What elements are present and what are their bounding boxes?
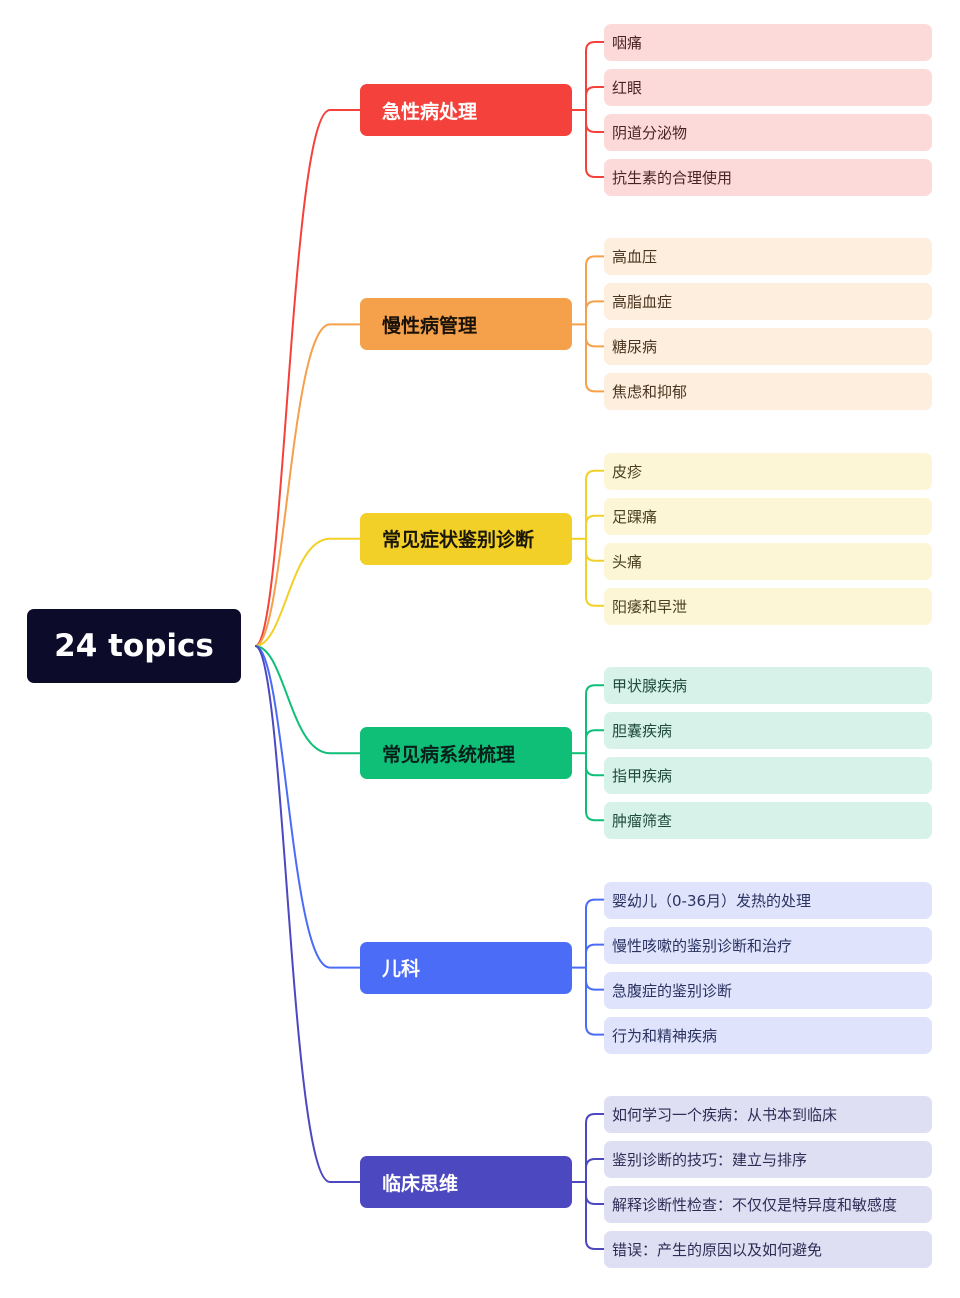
leaf-connector xyxy=(585,1113,604,1182)
branch-node[interactable]: 急性病处理 xyxy=(360,84,572,136)
leaf-node[interactable]: 焦虑和抑郁 xyxy=(604,373,932,411)
leaf-connector xyxy=(585,967,604,1036)
leaf-connector xyxy=(585,943,604,968)
leaf-connector xyxy=(585,469,604,539)
leaf-node[interactable]: 糖尿病 xyxy=(604,328,932,366)
leaf-connector xyxy=(585,300,604,325)
leaf-connector xyxy=(585,324,604,393)
leaf-node[interactable]: 慢性咳嗽的鉴别诊断和治疗 xyxy=(604,926,932,964)
leaf-node[interactable]: 解释诊断性检查：不仅仅是特异度和敏感度 xyxy=(604,1186,932,1223)
leaf-node[interactable]: 甲状腺疾病 xyxy=(604,667,932,705)
branch-node[interactable]: 儿科 xyxy=(360,941,572,994)
leaf-node[interactable]: 头痛 xyxy=(604,542,932,580)
leaf-node[interactable]: 婴幼儿（0-36月）发热的处理 xyxy=(604,881,932,919)
leaf-connector xyxy=(585,110,604,178)
leaf-node[interactable]: 阳痿和早泄 xyxy=(604,587,932,625)
leaf-connector xyxy=(585,86,604,110)
leaf-node[interactable]: 错误：产生的原因以及如何避免 xyxy=(604,1231,932,1268)
leaf-node[interactable]: 高血压 xyxy=(604,238,932,276)
leaf-connector xyxy=(585,110,604,133)
leaf-node[interactable]: 足踝痛 xyxy=(604,497,932,535)
leaf-node[interactable]: 高脂血症 xyxy=(604,283,932,321)
leaf-node[interactable]: 咽痛 xyxy=(604,24,932,61)
leaf-node[interactable]: 鉴别诊断的技巧：建立与排序 xyxy=(604,1141,932,1178)
branch-node[interactable]: 常见症状鉴别诊断 xyxy=(360,512,572,565)
branch-node[interactable]: 临床思维 xyxy=(360,1156,572,1208)
leaf-connector xyxy=(585,1182,604,1205)
branch-connector xyxy=(254,323,360,647)
leaf-node[interactable]: 红眼 xyxy=(604,69,932,106)
leaf-connector xyxy=(585,967,604,991)
leaf-connector xyxy=(585,255,604,325)
branch-connector xyxy=(254,537,360,647)
leaf-connector xyxy=(585,684,604,754)
leaf-connector xyxy=(585,753,604,822)
leaf-connector xyxy=(585,898,604,968)
leaf-node[interactable]: 如何学习一个疾病：从书本到临床 xyxy=(604,1096,932,1133)
leaf-connector xyxy=(585,729,604,754)
leaf-node[interactable]: 抗生素的合理使用 xyxy=(604,159,932,196)
leaf-connector xyxy=(585,1182,604,1250)
leaf-node[interactable]: 指甲疾病 xyxy=(604,757,932,795)
leaf-connector xyxy=(585,1158,604,1182)
branch-connector xyxy=(254,109,360,647)
leaf-node[interactable]: 胆囊疾病 xyxy=(604,712,932,750)
leaf-node[interactable]: 急腹症的鉴别诊断 xyxy=(604,971,932,1009)
branch-node[interactable]: 常见病系统梳理 xyxy=(360,727,572,780)
branch-connector xyxy=(254,645,360,1183)
leaf-node[interactable]: 皮疹 xyxy=(604,452,932,490)
leaf-node[interactable]: 阴道分泌物 xyxy=(604,114,932,151)
leaf-connector xyxy=(585,514,604,539)
leaf-connector xyxy=(585,41,604,110)
branch-connector xyxy=(254,645,360,755)
leaf-connector xyxy=(585,538,604,562)
leaf-node[interactable]: 行为和精神疾病 xyxy=(604,1016,932,1054)
leaf-connector xyxy=(585,324,604,348)
leaf-node[interactable]: 肿瘤筛查 xyxy=(604,802,932,840)
root-node[interactable]: 24 topics xyxy=(27,609,241,683)
branch-connector xyxy=(254,645,360,969)
branch-node[interactable]: 慢性病管理 xyxy=(360,298,572,351)
leaf-connector xyxy=(585,753,604,777)
leaf-connector xyxy=(585,538,604,607)
